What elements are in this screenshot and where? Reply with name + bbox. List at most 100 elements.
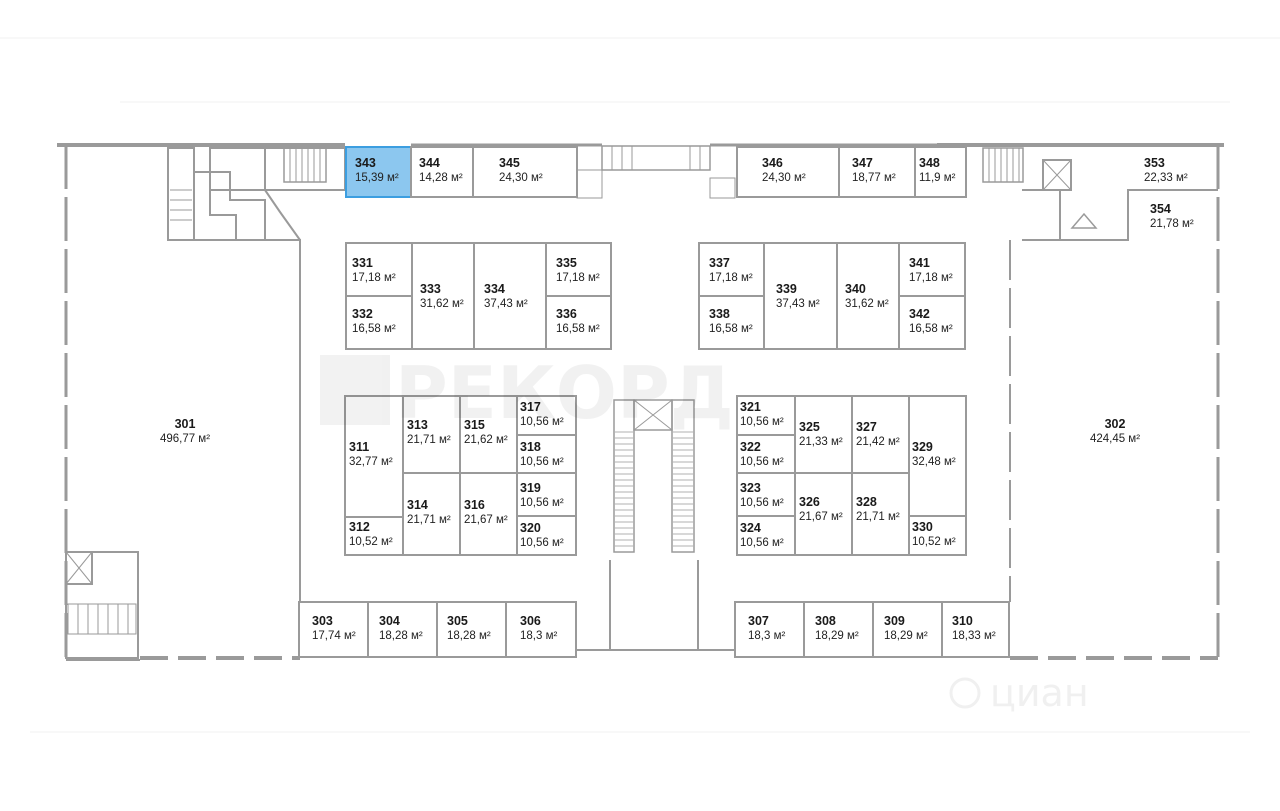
unit-312-area: 10,52 м² (349, 536, 393, 548)
unit-308-area: 18,29 м² (815, 630, 859, 642)
unit-323-number: 323 (740, 481, 761, 495)
unit-328-area: 21,71 м² (856, 511, 900, 523)
unit-313-area: 21,71 м² (407, 434, 451, 446)
unit-333-outline[interactable] (411, 242, 475, 350)
unit-347-number: 347 (852, 156, 873, 170)
unit-310-number: 310 (952, 614, 973, 628)
unit-340-area: 31,62 м² (845, 298, 889, 310)
building-walls (57, 143, 1224, 661)
unit-336-number: 336 (556, 307, 577, 321)
unit-319-area: 10,56 м² (520, 497, 564, 509)
unit-342-outline[interactable] (898, 295, 966, 350)
unit-310-outline[interactable] (941, 601, 1010, 658)
unit-319-number: 319 (520, 481, 541, 495)
unit-339-outline[interactable] (763, 242, 838, 350)
unit-313-number: 313 (407, 418, 428, 432)
unit-318-area: 10,56 м² (520, 456, 564, 468)
unit-320-number: 320 (520, 521, 541, 535)
unit-344-area: 14,28 м² (419, 172, 463, 184)
unit-312-number: 312 (349, 520, 370, 534)
unit-332-area: 16,58 м² (352, 323, 396, 335)
unit-325-outline[interactable] (794, 395, 853, 474)
unit-310-area: 18,33 м² (952, 630, 996, 642)
unit-329-area: 32,48 м² (912, 456, 956, 468)
unit-336-outline[interactable] (545, 295, 612, 350)
unit-333-area: 31,62 м² (420, 298, 464, 310)
unit-337-area: 17,18 м² (709, 272, 753, 284)
unit-303-number: 303 (312, 614, 333, 628)
unit-343-outline[interactable] (345, 146, 412, 198)
unit-325-area: 21,33 м² (799, 436, 843, 448)
unit-335-area: 17,18 м² (556, 272, 600, 284)
unit-306-number: 306 (520, 614, 541, 628)
watermark-source-logo: циан (949, 671, 1089, 715)
unit-343-area: 15,39 м² (355, 172, 399, 184)
unit-348-area: 11,9 м² (919, 172, 956, 184)
unit-340-outline[interactable] (836, 242, 900, 350)
watermark-brand-logo: РЕКОРД (320, 351, 734, 435)
unit-320-area: 10,56 м² (520, 537, 564, 549)
unit-338-area: 16,58 м² (709, 323, 753, 335)
unit-outlines (298, 146, 1010, 658)
unit-332-number: 332 (352, 307, 373, 321)
unit-340-number: 340 (845, 282, 866, 296)
unit-335-number: 335 (556, 256, 577, 270)
unit-339-area: 37,43 м² (776, 298, 820, 310)
unit-345-area: 24,30 м² (499, 172, 543, 184)
unit-314-area: 21,71 м² (407, 514, 451, 526)
unit-334-outline[interactable] (473, 242, 547, 350)
unit-344-number: 344 (419, 156, 440, 170)
unit-330-outline[interactable] (908, 515, 967, 556)
unit-306-outline[interactable] (505, 601, 577, 658)
unit-339-number: 339 (776, 282, 797, 296)
unit-307-number: 307 (748, 614, 769, 628)
unit-331-area: 17,18 м² (352, 272, 396, 284)
unit-353-area: 22,33 м² (1144, 172, 1188, 184)
unit-346-number: 346 (762, 156, 783, 170)
unit-336-area: 16,58 м² (556, 323, 600, 335)
watermark-brand: РЕКОРД (395, 351, 734, 435)
background-lines (0, 37, 1280, 733)
unit-345-number: 345 (499, 156, 520, 170)
unit-322-number: 322 (740, 440, 761, 454)
unit-329-number: 329 (912, 440, 933, 454)
unit-354-area: 21,78 м² (1150, 218, 1194, 230)
unit-320-outline[interactable] (516, 515, 577, 556)
watermark-source: циан (990, 671, 1089, 715)
unit-347-area: 18,77 м² (852, 172, 896, 184)
escalator-steps (614, 431, 694, 547)
unit-327-outline[interactable] (851, 395, 910, 474)
unit-337-number: 337 (709, 256, 730, 270)
unit-316-number: 316 (464, 498, 485, 512)
unit-306-area: 18,3 м² (520, 630, 557, 642)
unit-305-number: 305 (447, 614, 468, 628)
unit-327-area: 21,42 м² (856, 436, 900, 448)
unit-325-number: 325 (799, 420, 820, 434)
unit-321-number: 321 (740, 400, 761, 414)
unit-302-area: 424,45 м² (1090, 433, 1140, 445)
unit-311-area: 32,77 м² (349, 456, 393, 468)
unit-303-area: 17,74 м² (312, 630, 356, 642)
unit-305-area: 18,28 м² (447, 630, 491, 642)
unit-348-outline[interactable] (914, 146, 967, 198)
unit-324-area: 10,56 м² (740, 537, 784, 549)
unit-346-area: 24,30 м² (762, 172, 806, 184)
unit-307-area: 18,3 м² (748, 630, 785, 642)
unit-317-area: 10,56 м² (520, 416, 564, 428)
unit-327-number: 327 (856, 420, 877, 434)
unit-328-number: 328 (856, 495, 877, 509)
unit-323-area: 10,56 м² (740, 497, 784, 509)
unit-311-number: 311 (349, 440, 369, 454)
unit-326-number: 326 (799, 495, 820, 509)
unit-338-number: 338 (709, 307, 730, 321)
unit-345-outline[interactable] (472, 146, 578, 198)
unit-315-number: 315 (464, 418, 485, 432)
unit-341-area: 17,18 м² (909, 272, 953, 284)
unit-301-number: 301 (175, 417, 196, 431)
unit-304-number: 304 (379, 614, 400, 628)
unit-316-area: 21,67 м² (464, 514, 508, 526)
unit-348-number: 348 (919, 156, 940, 170)
unit-301-area: 496,77 м² (160, 433, 210, 445)
